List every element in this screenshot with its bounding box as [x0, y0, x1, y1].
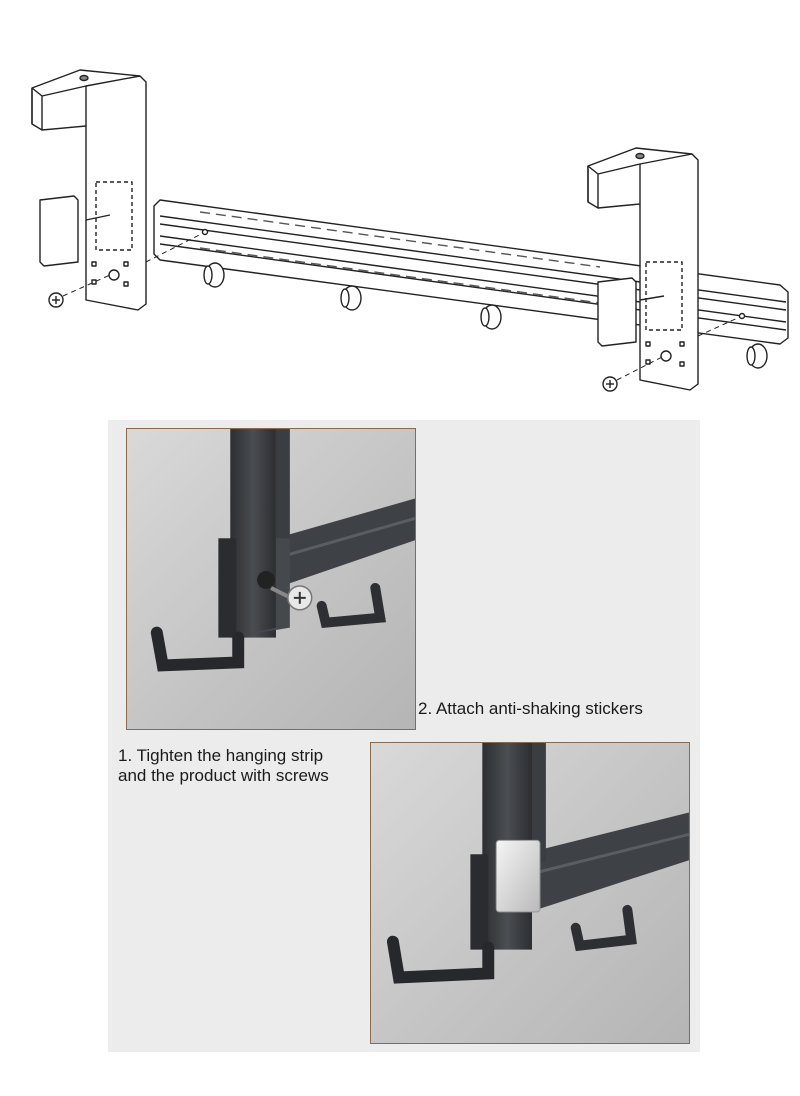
phillips-screw-icon [287, 585, 313, 611]
hook-3 [480, 304, 502, 330]
step-1-caption: 1. Tighten the hanging strip and the pro… [118, 746, 329, 786]
photo-step-1-screw [126, 428, 416, 730]
phillips-screw-icon-right [602, 355, 665, 392]
instruction-photo-panel: 2. Attach anti-shaking stickers 1. Tight… [108, 420, 700, 1052]
step-1-caption-line-1: 1. Tighten the hanging strip [118, 746, 324, 765]
hook-4 [746, 343, 768, 369]
step-1-caption-line-2: and the product with screws [118, 766, 329, 785]
photo-step-2-sticker [370, 742, 690, 1044]
hook-2 [340, 285, 362, 311]
exploded-assembly-diagram [31, 69, 789, 392]
anti-shake-sticker [495, 839, 541, 913]
step-2-caption: 2. Attach anti-shaking stickers [418, 699, 643, 718]
right-bracket [587, 147, 699, 391]
phillips-screw-icon-left [48, 274, 111, 308]
hook-1 [203, 262, 225, 288]
right-anti-shake-sticker [597, 277, 637, 347]
left-bracket [31, 69, 147, 311]
left-anti-shake-sticker [39, 195, 79, 267]
